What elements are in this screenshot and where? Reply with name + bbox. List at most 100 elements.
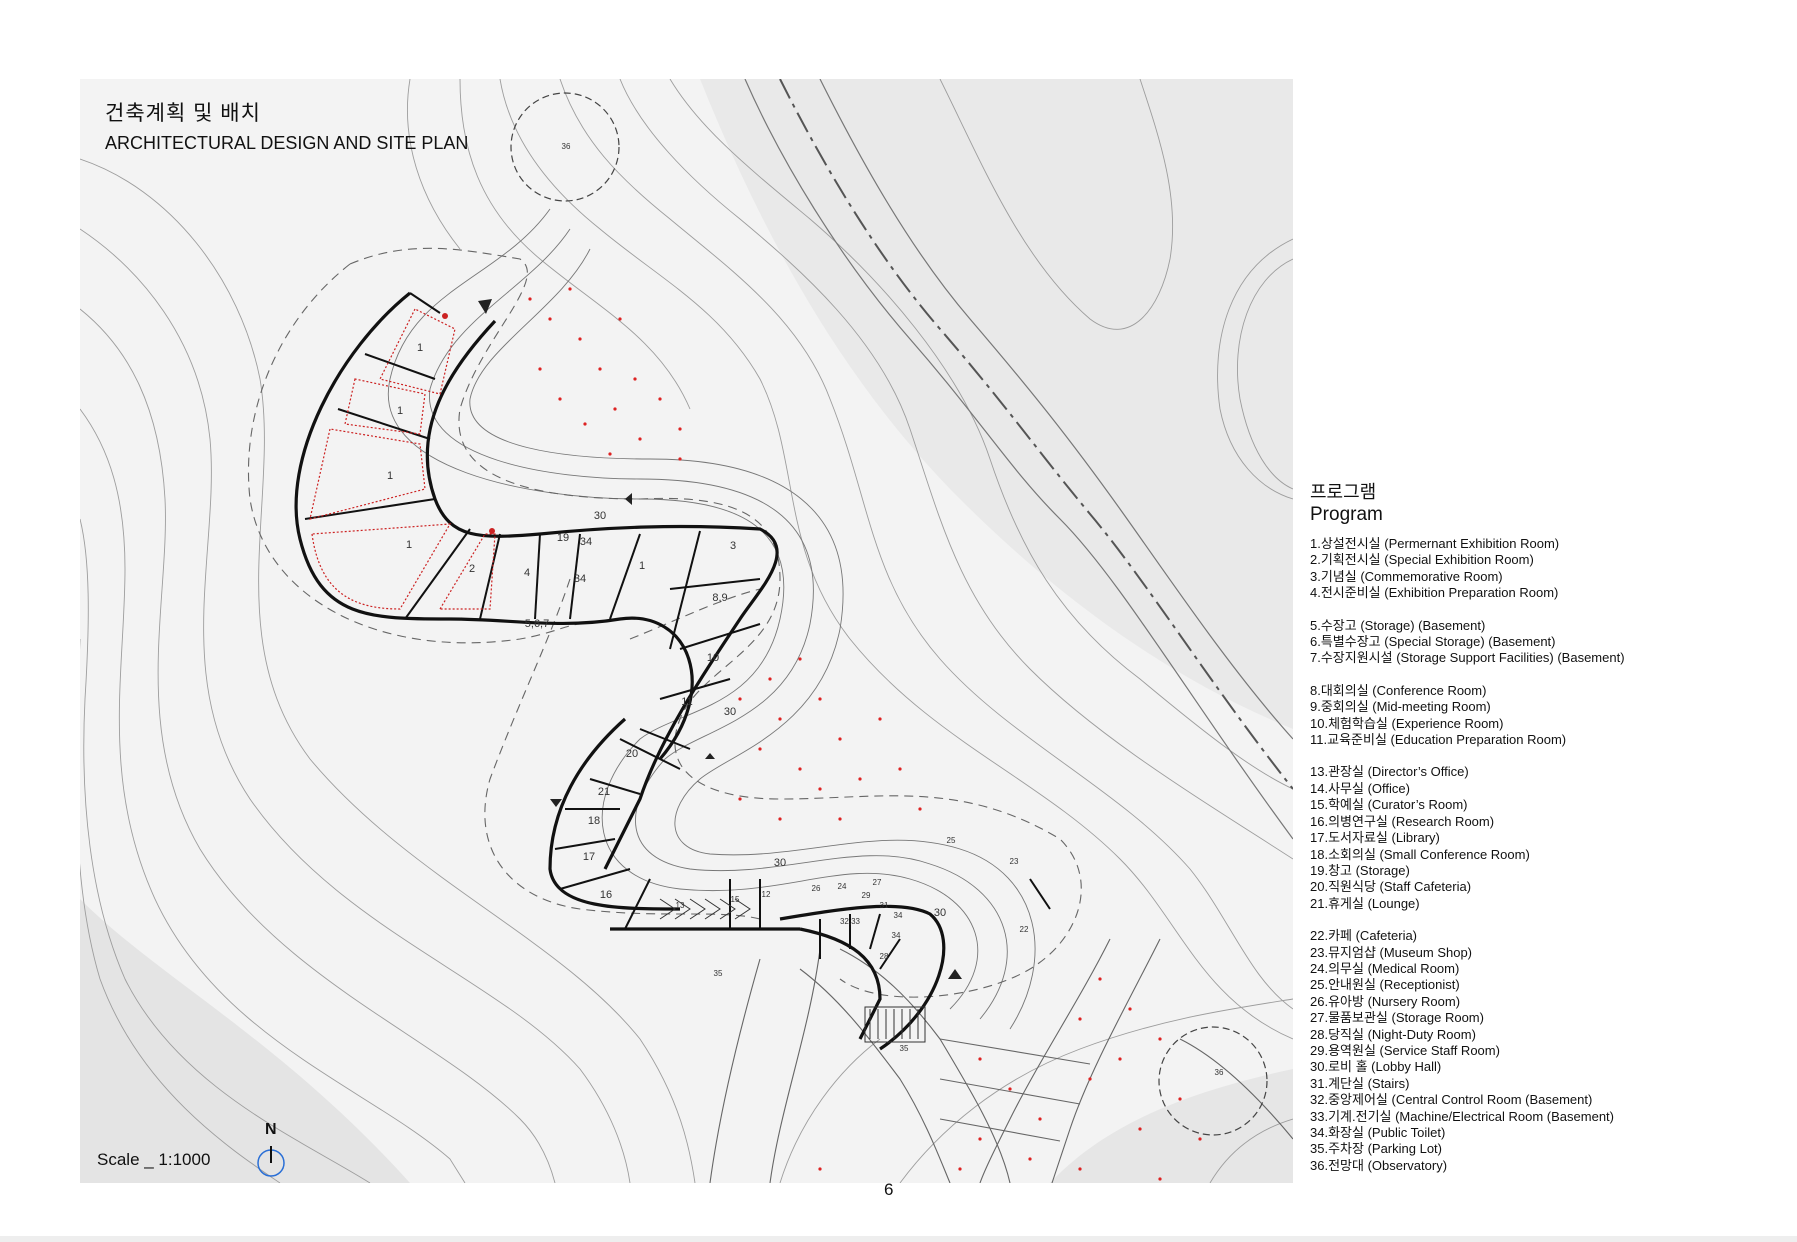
room-label-20: 20 [626, 748, 638, 760]
room-label-36a: 36 [562, 142, 571, 151]
room-label-34b: 34 [574, 573, 586, 585]
legend-item: 4.전시준비실 (Exhibition Preparation Room) [1310, 585, 1559, 601]
observatory-circles [510, 92, 1268, 1136]
contour-lines [80, 79, 1293, 1183]
room-label-16: 16 [600, 889, 612, 901]
legend-item: 7.수장지원시설 (Storage Support Facilities) (B… [1310, 650, 1625, 666]
legend-item: 3.기념실 (Commemorative Room) [1310, 568, 1503, 584]
legend-item: 9.중회의실 (Mid-meeting Room) [1310, 699, 1491, 715]
room-label-23: 23 [1010, 857, 1019, 866]
legend-item: 34.화장실 (Public Toilet) [1310, 1125, 1446, 1140]
room-label-34c: 34 [894, 911, 903, 920]
legend-item: 19.창고 (Storage) [1310, 862, 1410, 878]
legend-item: 26.유아방 (Nursery Room) [1310, 993, 1461, 1009]
site-plan-svg: 1 1 1 1 2 4 19 34 34 30 1 3 8,9 5,6,7 10… [80, 79, 1293, 1183]
access-road [709, 938, 1293, 1183]
legend-item: 30.로비 홀 (Lobby Hall) [1310, 1059, 1442, 1075]
room-label-10: 10 [707, 652, 719, 664]
north-label: N [265, 1121, 277, 1138]
legend-item: 2.기획전시실 (Special Exhibition Room) [1310, 552, 1534, 568]
legend-item: 16.의병연구실 (Research Room) [1310, 813, 1495, 829]
main-road [744, 79, 1293, 840]
room-label-30a: 30 [594, 510, 606, 522]
legend-group: 5.수장고 (Storage) (Basement)6.특별수장고 (Speci… [1310, 618, 1780, 667]
legend-item: 5.수장고 (Storage) (Basement) [1310, 617, 1486, 633]
legend-item: 27.물품보관실 (Storage Room) [1310, 1010, 1484, 1026]
direction-arrows [478, 299, 962, 979]
room-label-34d: 34 [892, 931, 901, 940]
room-label-26: 26 [812, 884, 821, 893]
room-label-1d: 1 [406, 539, 412, 551]
parking-stairs [659, 898, 926, 1043]
room-label-24: 24 [838, 882, 847, 891]
legend-groups: 1.상설전시실 (Permernant Exhibition Room)2.기획… [1310, 536, 1780, 1174]
room-label-1e: 1 [639, 560, 645, 572]
legend-item: 17.도서자료실 (Library) [1310, 830, 1440, 846]
room-label-15: 15 [731, 895, 740, 904]
north-arrow-icon [257, 1146, 285, 1177]
legend-item: 33.기계.전기실 (Machine/Electrical Room (Base… [1310, 1108, 1615, 1124]
legend-item: 35.주차장 (Parking Lot) [1310, 1141, 1442, 1157]
room-label-5-6-7: 5,6,7 [525, 618, 549, 630]
room-label-22: 22 [1020, 925, 1029, 934]
room-label-25: 25 [947, 836, 956, 845]
room-label-12: 12 [762, 890, 771, 899]
exhibit-markers [442, 313, 495, 534]
legend-item: 20.직원식당 (Staff Cafeteria) [1310, 879, 1472, 895]
legend-item: 31.계단실 (Stairs) [1310, 1075, 1410, 1091]
room-label-30c: 30 [774, 857, 786, 869]
room-label-3: 3 [730, 540, 736, 552]
legend-item: 15.학예실 (Curator’s Room) [1310, 797, 1468, 813]
planting-dots [528, 287, 1202, 1181]
legend-item: 14.사무실 (Office) [1310, 780, 1410, 796]
room-label-31: 31 [880, 901, 889, 910]
room-label-2: 2 [469, 563, 475, 575]
legend-item: 23.뮤지엄샵 (Museum Shop) [1310, 944, 1473, 960]
room-label-29: 29 [862, 891, 871, 900]
title-korean: 건축계획 및 배치 [105, 102, 261, 125]
room-label-4: 4 [524, 567, 530, 579]
legend-item: 36.전망대 (Observatory) [1310, 1157, 1448, 1173]
room-label-35a: 35 [714, 969, 723, 978]
room-label-27: 27 [873, 878, 882, 887]
legend-item: 25.안내원실 (Receptionist) [1310, 977, 1460, 993]
legend-item: 28.당직실 (Night-Duty Room) [1310, 1026, 1476, 1042]
room-label-28: 28 [880, 952, 889, 961]
room-label-11: 11 [681, 696, 692, 708]
room-label-35b: 35 [900, 1044, 909, 1053]
legend-group: 1.상설전시실 (Permernant Exhibition Room)2.기획… [1310, 536, 1780, 602]
room-label-21: 21 [598, 786, 610, 798]
title-english: ARCHITECTURAL DESIGN AND SITE PLAN [105, 133, 469, 153]
legend-item: 18.소회의실 (Small Conference Room) [1310, 846, 1530, 862]
room-label-1b: 1 [397, 405, 403, 417]
room-label-8-9: 8,9 [712, 592, 727, 604]
room-labels: 1 1 1 1 2 4 19 34 34 30 1 3 8,9 5,6,7 10… [387, 142, 1224, 1077]
legend-item: 13.관장실 (Director’s Office) [1310, 764, 1469, 780]
legend-item: 24.의무실 (Medical Room) [1310, 960, 1460, 976]
legend-item: 32.중앙제어실 (Central Control Room (Basement… [1310, 1092, 1593, 1108]
legend-item: 21.휴게실 (Lounge) [1310, 895, 1420, 911]
scale-label: Scale _ 1:1000 [97, 1150, 211, 1169]
room-label-18: 18 [588, 815, 600, 827]
legend-item: 1.상설전시실 (Permernant Exhibition Room) [1310, 536, 1560, 551]
exhibit-dotted-outlines [309, 308, 496, 610]
page-number: 6 [884, 1180, 894, 1199]
room-label-36b: 36 [1215, 1068, 1224, 1077]
terrain-shading [80, 79, 1293, 1183]
room-label-32-33: 32,33 [840, 917, 861, 926]
room-label-30d: 30 [934, 907, 946, 919]
legend-item: 10.체험학습실 (Experience Room) [1310, 715, 1504, 731]
legend-item: 22.카페 (Cafeteria) [1310, 928, 1418, 944]
building-walls [294, 291, 946, 1051]
program-legend: 프로그램 Program 1.상설전시실 (Permernant Exhibit… [1310, 478, 1780, 1190]
site-plan-drawing: 1 1 1 1 2 4 19 34 34 30 1 3 8,9 5,6,7 10… [80, 79, 1293, 1183]
legend-group: 22.카페 (Cafeteria)23.뮤지엄샵 (Museum Shop)24… [1310, 928, 1780, 1174]
legend-group: 13.관장실 (Director’s Office)14.사무실 (Office… [1310, 764, 1780, 912]
room-label-19: 19 [557, 532, 569, 544]
legend-item: 8.대회의실 (Conference Room) [1310, 682, 1487, 698]
room-label-1c: 1 [387, 470, 393, 482]
site-boundary-dashed [247, 247, 1082, 998]
room-label-30b: 30 [724, 706, 736, 718]
legend-item: 29.용역원실 (Service Staff Room) [1310, 1042, 1500, 1058]
room-label-34a: 34 [580, 536, 592, 548]
